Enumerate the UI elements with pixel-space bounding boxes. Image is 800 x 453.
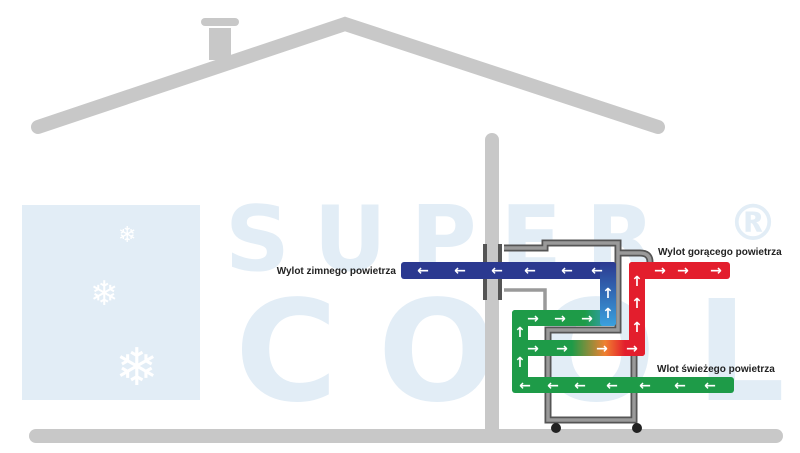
flow-arrow-icon: ← <box>704 378 716 394</box>
flow-arrow-icon: ← <box>547 378 559 394</box>
flow-arrow-icon: ← <box>674 378 686 394</box>
label-hot-out: Wylot gorącego powietrza <box>658 247 782 258</box>
label-fresh-in: Wlot świeżego powietrza <box>657 364 775 375</box>
flow-arrow-icon: ↑ <box>631 274 643 290</box>
flow-arrow-icon: ← <box>591 263 603 279</box>
flow-arrow-icon: ↑ <box>631 296 643 312</box>
flow-arrow-icon: → <box>556 341 568 357</box>
flow-arrow-icon: ← <box>454 263 466 279</box>
flow-arrow-icon: ↑ <box>514 325 526 341</box>
flow-arrow-icon: → <box>654 263 666 279</box>
snowflake-panel <box>22 205 200 400</box>
flow-arrow-icon: → <box>581 311 593 327</box>
flow-arrow-icon: ← <box>606 378 618 394</box>
label-cold-out: Wylot zimnego powietrza <box>277 266 397 277</box>
flow-arrow-icon: ← <box>519 378 531 394</box>
flow-arrow-icon: → <box>554 311 566 327</box>
flow-arrow-icon: ↑ <box>602 306 614 322</box>
fresh-air-path <box>512 310 734 393</box>
flow-arrow-icon: ↑ <box>514 355 526 371</box>
flow-arrow-icon: → <box>710 263 722 279</box>
flow-arrow-icon: ← <box>561 263 573 279</box>
flow-arrow-icon: ↑ <box>631 320 643 336</box>
wheel <box>551 423 561 433</box>
flow-arrows: ←←←←←←↑↑→→→↑↑↑→→→→→→→↑↑←←←←←←← <box>417 263 722 394</box>
flow-arrow-icon: → <box>677 263 689 279</box>
snowflake-icon: ❄ <box>90 275 119 313</box>
flow-arrow-icon: ← <box>524 263 536 279</box>
hot-air-path <box>629 262 730 356</box>
flow-arrow-icon: ← <box>574 378 586 394</box>
wheel <box>632 423 642 433</box>
watermark-registered: ® <box>728 194 778 252</box>
snowflake-icon: ❄ <box>118 222 136 247</box>
flow-arrow-icon: → <box>596 341 608 357</box>
snowflake-icon: ❄ <box>115 339 159 397</box>
flow-arrow-icon: ← <box>639 378 651 394</box>
cold-air-path <box>401 262 616 326</box>
flow-arrow-icon: ↑ <box>602 286 614 302</box>
house-outline <box>29 16 783 443</box>
watermark-cool: COOL <box>235 271 785 434</box>
flow-arrow-icon: → <box>527 311 539 327</box>
roof <box>31 16 665 134</box>
flow-arrow-icon: → <box>626 341 638 357</box>
flow-arrow-icon: ← <box>417 263 429 279</box>
flow-arrow-icon: ← <box>491 263 503 279</box>
flow-arrow-icon: → <box>527 341 539 357</box>
